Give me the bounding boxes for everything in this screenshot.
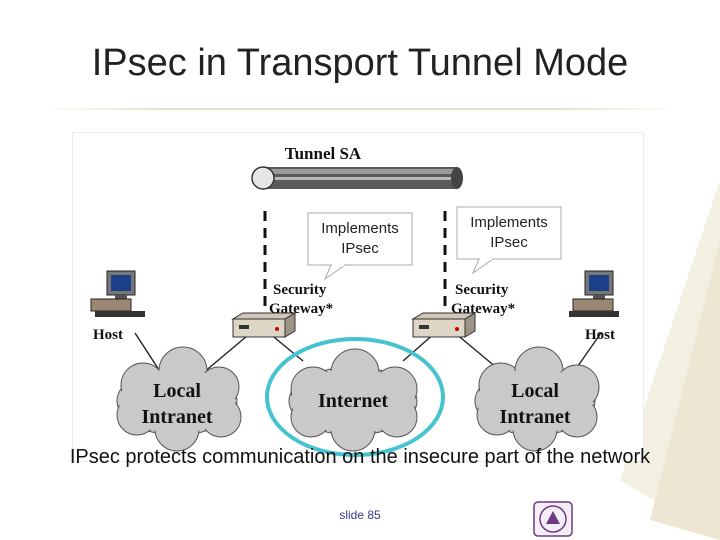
cloud-right-label-line1: Local xyxy=(511,380,559,402)
slide-title: IPsec in Transport Tunnel Mode xyxy=(91,42,629,84)
slide-caption: IPsec protects communication on the inse… xyxy=(69,446,651,468)
internet-highlight-ring xyxy=(265,337,445,457)
cloud-left-label-line1: Local xyxy=(153,380,201,402)
cloud-right-intranet xyxy=(474,346,600,452)
host-right-label: Host xyxy=(585,327,615,343)
callout-left-text: Implements IPsec xyxy=(311,219,409,259)
network-diagram: Tunnel SA Security Gateway* Security Gat… xyxy=(72,132,644,462)
tunnel-sa-pipe xyxy=(251,166,463,190)
background-fan-decoration xyxy=(620,180,720,540)
diagram-canvas: Tunnel SA Security Gateway* Security Gat… xyxy=(90,144,619,457)
gateway-left-label-line1: Security xyxy=(273,282,327,298)
host-left-computer-icon xyxy=(90,270,145,317)
host-right-computer-icon xyxy=(569,270,619,317)
callout-right-label: Implements IPsec xyxy=(470,214,548,251)
university-crest-logo xyxy=(533,501,573,537)
tunnel-label: Tunnel SA xyxy=(285,144,362,163)
cloud-center-internet xyxy=(288,348,418,452)
cloud-left-intranet xyxy=(116,346,242,452)
gateway-left-device-icon xyxy=(231,312,297,338)
cloud-right-label-line2: Intranet xyxy=(499,406,570,428)
title-divider xyxy=(40,108,680,110)
callout-right-text: Implements IPsec xyxy=(460,213,558,253)
host-left-label: Host xyxy=(93,327,123,343)
callout-left-label: Implements IPsec xyxy=(321,220,399,257)
slide-number: slide 85 xyxy=(339,508,381,522)
gateway-right-device-icon xyxy=(411,312,477,338)
cloud-center-label: Internet xyxy=(318,390,388,412)
cloud-left-label-line2: Intranet xyxy=(141,406,212,428)
gateway-right-label-line1: Security xyxy=(455,282,509,298)
